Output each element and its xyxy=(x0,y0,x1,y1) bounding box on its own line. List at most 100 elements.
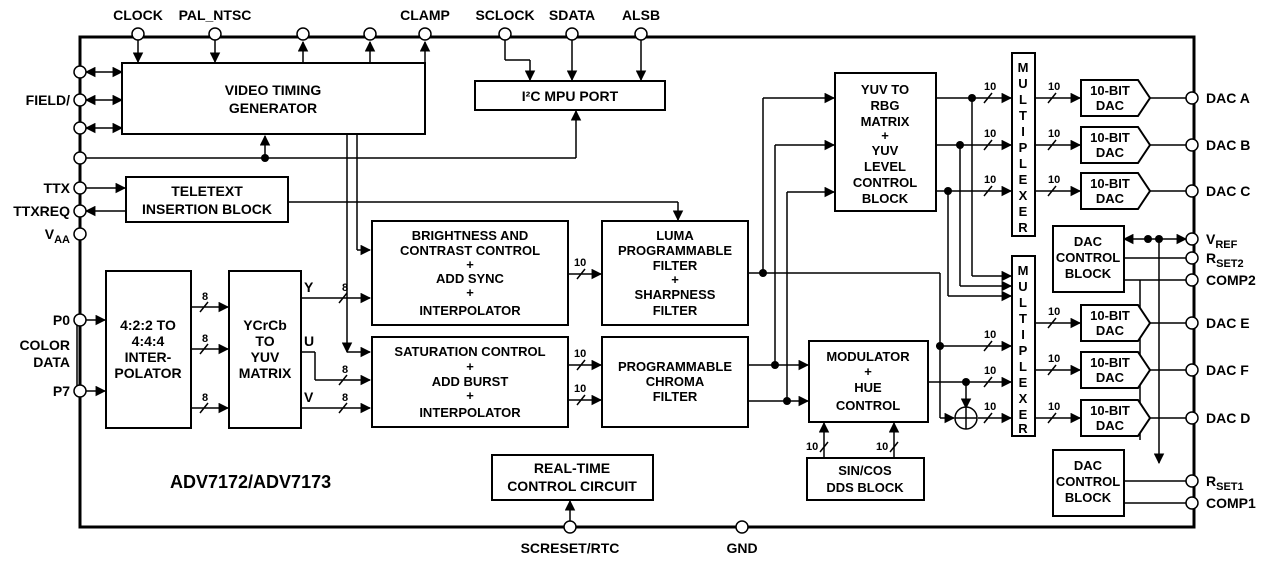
pin-rset1-label: RSET1 xyxy=(1206,473,1244,493)
interp-line-4: POLATOR xyxy=(114,365,181,381)
dac-control-block-top xyxy=(1052,225,1125,293)
yuv-line-7: CONTROL xyxy=(853,175,917,190)
yuv-line-8: BLOCK xyxy=(862,191,909,206)
bright-line-3: + xyxy=(466,257,474,272)
interpolator-block xyxy=(105,270,192,429)
svg-text:L: L xyxy=(1019,359,1027,374)
svg-text:10: 10 xyxy=(984,329,996,341)
bus-width-labels: 8 8 8 8 8 8 10 10 10 10 10 10 10 10 10 1… xyxy=(202,81,1060,453)
svg-text:M: M xyxy=(1018,263,1029,278)
luma-line-4: + xyxy=(671,272,679,287)
dacctl-top-line-3: BLOCK xyxy=(1065,266,1112,281)
svg-text:DAC: DAC xyxy=(1096,191,1125,206)
yuv-line-2: RBG xyxy=(871,98,900,113)
svg-text:T: T xyxy=(1019,311,1027,326)
sat-line-1: SATURATION CONTROL xyxy=(394,344,545,359)
interp-line-1: 4:2:2 TO xyxy=(120,317,176,333)
svg-text:E: E xyxy=(1019,375,1028,390)
interp-line-2: 4:4:4 xyxy=(132,333,165,349)
yuv-to-rgb-matrix-block xyxy=(834,72,937,212)
svg-text:R: R xyxy=(1018,220,1028,235)
sincos-line-1: SIN/COS xyxy=(838,463,892,478)
bus-slashes xyxy=(199,92,1057,453)
pin-vref-label: VREF xyxy=(1206,231,1238,251)
signal-y-label: Y xyxy=(304,279,314,295)
sat-line-5: INTERPOLATOR xyxy=(419,405,521,420)
svg-text:10: 10 xyxy=(984,401,996,413)
svg-text:T: T xyxy=(1019,108,1027,123)
svg-text:10: 10 xyxy=(984,174,996,186)
svg-text:E: E xyxy=(1019,407,1028,422)
chroma-filter-block xyxy=(601,336,749,428)
svg-text:U: U xyxy=(1018,76,1027,91)
dacctl-top-line-1: DAC xyxy=(1074,234,1103,249)
svg-text:10-BIT: 10-BIT xyxy=(1090,355,1130,370)
summing-node xyxy=(954,406,978,430)
bright-line-6: INTERPOLATOR xyxy=(419,303,521,318)
svg-text:M: M xyxy=(1018,60,1029,75)
pin-dac-b-label: DAC B xyxy=(1206,137,1250,153)
pin-gnd-label: GND xyxy=(726,540,757,556)
sin-cos-dds-block xyxy=(806,457,925,501)
pin-p0-label: P0 xyxy=(53,312,70,328)
dac-e-block: 10-BIT DAC xyxy=(1080,304,1152,342)
dacctl-bot-line-3: BLOCK xyxy=(1065,490,1112,505)
rtc-line-2: CONTROL CIRCUIT xyxy=(507,478,637,494)
vtg-line-1: VIDEO TIMING xyxy=(225,82,322,98)
pin-sclock-label: SCLOCK xyxy=(475,7,534,23)
luma-line-3: FILTER xyxy=(653,258,698,273)
dac-b-block: 10-BIT DAC xyxy=(1080,126,1152,164)
color-data-label-2: DATA xyxy=(33,354,70,370)
bright-line-1: BRIGHTNESS AND xyxy=(412,228,529,243)
rtc-line-1: REAL-TIME xyxy=(534,460,610,476)
svg-text:8: 8 xyxy=(342,392,348,404)
yuv-line-5: YUV xyxy=(872,143,899,158)
chroma-line-1: PROGRAMMABLE xyxy=(618,359,732,374)
svg-text:8: 8 xyxy=(202,291,208,303)
yuv-line-1: YUV TO xyxy=(861,82,909,97)
svg-text:DAC: DAC xyxy=(1096,370,1125,385)
svg-text:I: I xyxy=(1021,124,1025,139)
modulator-hue-block xyxy=(808,340,929,423)
teletext-line-2: INSERTION BLOCK xyxy=(142,201,272,217)
mux-bottom-letters: M U L T I P L E X E R xyxy=(1018,263,1029,436)
yuv-line-4: + xyxy=(881,128,889,143)
svg-text:DAC: DAC xyxy=(1096,145,1125,160)
svg-text:10-BIT: 10-BIT xyxy=(1090,308,1130,323)
sincos-line-2: DDS BLOCK xyxy=(826,480,904,495)
svg-text:DAC: DAC xyxy=(1096,323,1125,338)
dacctl-bot-line-1: DAC xyxy=(1074,458,1103,473)
pin-sdata-label: SDATA xyxy=(549,7,595,23)
svg-text:U: U xyxy=(1018,279,1027,294)
svg-text:I: I xyxy=(1021,327,1025,342)
teletext-line-1: TELETEXT xyxy=(171,183,243,199)
dac-c-block: 10-BIT DAC xyxy=(1080,172,1152,210)
pin-dac-c-label: DAC C xyxy=(1206,183,1250,199)
svg-text:DAC: DAC xyxy=(1096,98,1125,113)
dac-d-block: 10-BIT DAC xyxy=(1080,399,1152,437)
bright-line-5: + xyxy=(466,285,474,300)
svg-text:10-BIT: 10-BIT xyxy=(1090,130,1130,145)
vtg-line-2: GENERATOR xyxy=(229,100,317,116)
dac-a-block: 10-BIT DAC xyxy=(1080,79,1152,117)
dacctl-top-line-2: CONTROL xyxy=(1056,250,1120,265)
pin-dac-d-label: DAC D xyxy=(1206,410,1250,426)
junction-dots xyxy=(261,94,1163,405)
svg-text:E: E xyxy=(1019,204,1028,219)
svg-text:E: E xyxy=(1019,172,1028,187)
svg-text:10: 10 xyxy=(876,441,888,453)
svg-text:10: 10 xyxy=(1048,174,1060,186)
pin-dac-e-label: DAC E xyxy=(1206,315,1250,331)
svg-text:L: L xyxy=(1019,92,1027,107)
svg-text:10: 10 xyxy=(1048,81,1060,93)
svg-text:8: 8 xyxy=(202,392,208,404)
svg-text:10: 10 xyxy=(984,128,996,140)
svg-text:10: 10 xyxy=(574,348,586,360)
svg-text:10-BIT: 10-BIT xyxy=(1090,83,1130,98)
mux-top-letters: M U L T I P L E X E R xyxy=(1018,60,1029,235)
luma-line-6: FILTER xyxy=(653,303,698,318)
brightness-contrast-block xyxy=(371,220,569,326)
mod-line-3: HUE xyxy=(854,380,882,395)
svg-text:10: 10 xyxy=(1048,128,1060,140)
signal-u-label: U xyxy=(304,333,314,349)
